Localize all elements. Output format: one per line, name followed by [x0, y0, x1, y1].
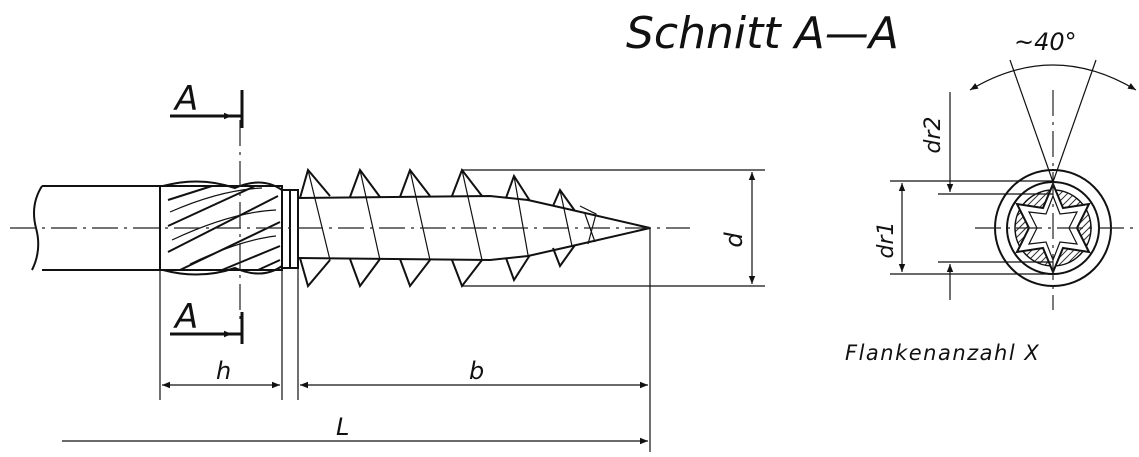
hatch-line: [1015, 190, 1063, 266]
dimension-L-label: L: [336, 413, 349, 441]
hatch-line: [1015, 190, 1021, 266]
dimension-dr1-label: dr1: [874, 221, 899, 258]
angle-dimension: [969, 59, 1137, 183]
dimension-h-label: h: [216, 357, 231, 385]
dimension-dr1: [890, 180, 1053, 275]
dimension-b-label: b: [469, 357, 484, 385]
hatch-line: [1045, 190, 1091, 266]
section-marker-top: [170, 90, 244, 128]
dimension-h: [159, 268, 283, 400]
flank-count-label: Flankenanzahl X: [845, 341, 1040, 365]
dimension-dr2-label: dr2: [921, 116, 946, 153]
section-letter-top: A: [173, 79, 198, 119]
section-marker-bottom: [170, 312, 244, 344]
section-letter-bottom: A: [173, 297, 198, 337]
hatch-line: [1052, 190, 1091, 266]
dimension-b: [297, 228, 651, 452]
section-title: Schnitt A—A: [626, 8, 899, 59]
hatch-line: [1015, 190, 1056, 266]
angle-label: ~40°: [1014, 28, 1077, 56]
dimension-d-label: d: [720, 232, 748, 248]
dimension-d: [462, 169, 765, 287]
dimension-dr2: [938, 92, 1053, 300]
